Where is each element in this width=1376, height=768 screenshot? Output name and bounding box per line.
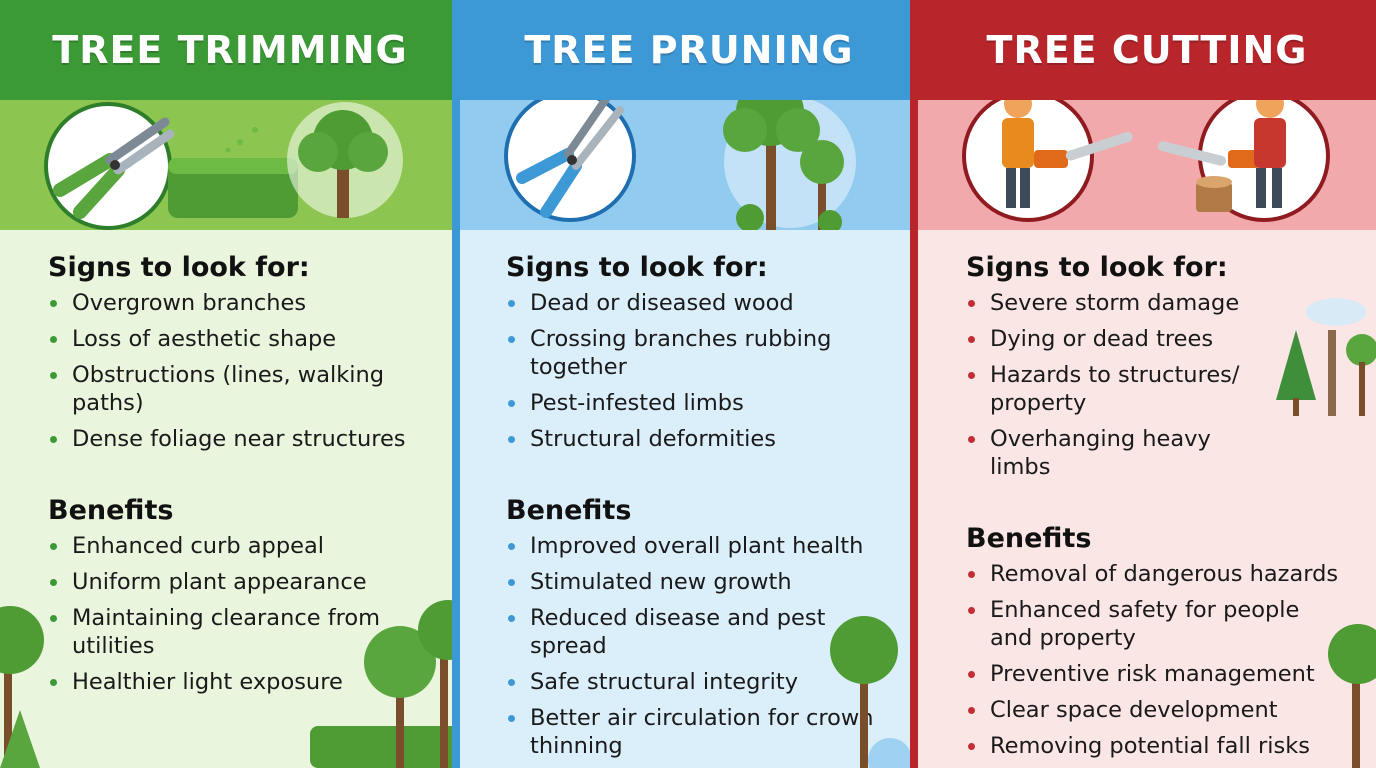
benefits-title: Benefits	[966, 523, 1092, 554]
column-tree-cutting: TREE CUTTING	[918, 0, 1376, 768]
list-item: Uniform plant appearance	[48, 568, 430, 596]
column-title: TREE TRIMMING	[0, 0, 460, 100]
tree-icon	[298, 110, 388, 218]
list-item: Dying or dead trees	[966, 325, 1266, 353]
worker-with-chainsaw-icon	[1002, 100, 1133, 208]
hedge-icon	[168, 127, 298, 218]
hedge-shears-icon	[53, 117, 175, 219]
list-item: Overgrown branches	[48, 289, 430, 317]
signs-list: Overgrown branches Loss of aesthetic sha…	[48, 289, 430, 453]
list-item: Hazards to structures/ property	[966, 361, 1266, 417]
list-item: Maintaining clearance from utilities	[48, 604, 430, 660]
list-item: Safe structural integrity	[506, 668, 888, 696]
list-item: Clear space development	[966, 696, 1346, 724]
pruning-shears-icon	[516, 100, 624, 218]
list-item: Pest-infested limbs	[506, 389, 888, 417]
tree-stump-icon	[1196, 176, 1232, 212]
tree-icon	[723, 100, 844, 230]
worker-with-chainsaw-icon	[1157, 100, 1286, 208]
benefits-title: Benefits	[48, 495, 174, 526]
list-item: Overhanging heavy limbs	[966, 425, 1266, 481]
list-item: Removing potential fall risks	[966, 732, 1346, 760]
signs-list: Dead or diseased wood Crossing branches …	[506, 289, 888, 453]
signs-title: Signs to look for:	[48, 252, 310, 283]
column-content: Signs to look for: Severe storm damage D…	[918, 240, 1376, 768]
list-item: Structural deformities	[506, 425, 888, 453]
signs-title: Signs to look for:	[506, 252, 768, 283]
illustration-band	[0, 100, 460, 230]
signs-list: Severe storm damage Dying or dead trees …	[966, 289, 1266, 481]
illustration-band	[918, 100, 1376, 230]
list-item: Improved overall plant health	[506, 532, 888, 560]
list-item: Dead or diseased wood	[506, 289, 888, 317]
column-content: Signs to look for: Overgrown branches Lo…	[0, 240, 460, 704]
list-item: Reduced disease and pest spread	[506, 604, 888, 660]
column-tree-trimming: TREE TRIMMING	[0, 0, 460, 768]
list-item: Loss of aesthetic shape	[48, 325, 430, 353]
benefits-list: Removal of dangerous hazards Enhanced sa…	[966, 560, 1346, 760]
list-item: Enhanced safety for people and property	[966, 596, 1346, 652]
signs-title: Signs to look for:	[966, 252, 1228, 283]
column-content: Signs to look for: Dead or diseased wood…	[460, 240, 918, 768]
benefits-title: Benefits	[506, 495, 632, 526]
benefits-list: Enhanced curb appeal Uniform plant appea…	[48, 532, 430, 696]
list-item: Dense foliage near structures	[48, 425, 430, 453]
list-item: Enhanced curb appeal	[48, 532, 430, 560]
list-item: Crossing branches rubbing together	[506, 325, 888, 381]
illustration-band	[460, 100, 918, 230]
list-item: Removal of dangerous hazards	[966, 560, 1346, 588]
list-item: Healthier light exposure	[48, 668, 430, 696]
list-item: Stimulated new growth	[506, 568, 888, 596]
column-title: TREE PRUNING	[460, 0, 918, 100]
list-item: Severe storm damage	[966, 289, 1266, 317]
column-tree-pruning: TREE PRUNING Signs	[460, 0, 918, 768]
list-item: Better air circulation for crown thinnin…	[506, 704, 888, 760]
list-item: Preventive risk management	[966, 660, 1346, 688]
benefits-list: Improved overall plant health Stimulated…	[506, 532, 888, 760]
column-title: TREE CUTTING	[918, 0, 1376, 100]
list-item: Obstructions (lines, walking paths)	[48, 361, 430, 417]
